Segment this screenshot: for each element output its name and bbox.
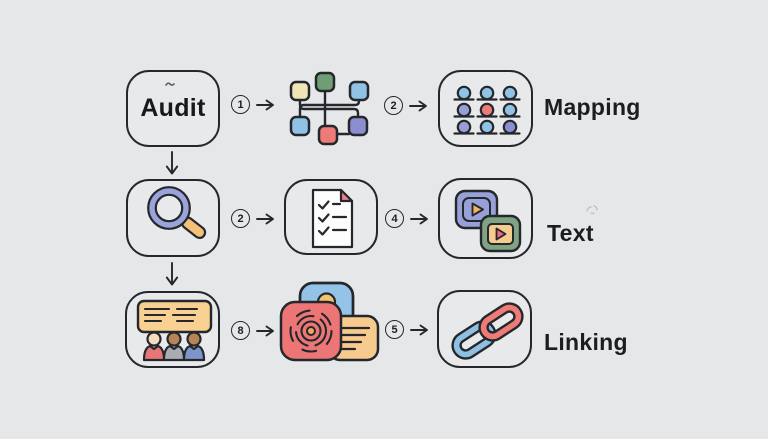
step-circle-3: 2 xyxy=(231,209,250,228)
audit-label: Audit xyxy=(140,94,206,122)
magnifier-icon xyxy=(147,186,207,239)
down-arrow-icon xyxy=(165,151,179,175)
video-box xyxy=(438,178,533,259)
profile-scan-notes-icon xyxy=(279,281,380,362)
step-circle-5: 8 xyxy=(231,321,250,340)
audit-box: Audit xyxy=(126,70,220,147)
audience-grid-icon xyxy=(453,85,521,135)
mapping-box xyxy=(438,70,533,147)
network-nodes-icon xyxy=(289,71,370,146)
presentation-box xyxy=(125,291,220,368)
row-label-mapping: Mapping xyxy=(544,94,641,120)
chain-links-icon xyxy=(451,302,524,360)
checklist-document-icon xyxy=(311,188,354,249)
down-arrow-icon xyxy=(165,262,179,286)
step-circle-4: 4 xyxy=(385,209,404,228)
right-arrow-icon xyxy=(410,213,428,225)
right-arrow-icon xyxy=(256,213,274,225)
row-label-text: Text xyxy=(547,220,594,246)
linking-box xyxy=(437,290,532,368)
artifact-mark xyxy=(586,205,598,215)
right-arrow-icon xyxy=(256,325,274,337)
step-circle-2: 2 xyxy=(384,96,403,115)
row-label-linking: Linking xyxy=(544,329,628,355)
right-arrow-icon xyxy=(410,324,428,336)
right-arrow-icon xyxy=(409,100,427,112)
right-arrow-icon xyxy=(256,99,274,111)
presentation-audience-icon xyxy=(136,299,213,362)
step-circle-6: 5 xyxy=(385,320,404,339)
video-players-icon xyxy=(454,189,522,253)
search-box xyxy=(126,179,220,257)
step-circle-1: 1 xyxy=(231,95,250,114)
checklist-box xyxy=(284,179,378,255)
